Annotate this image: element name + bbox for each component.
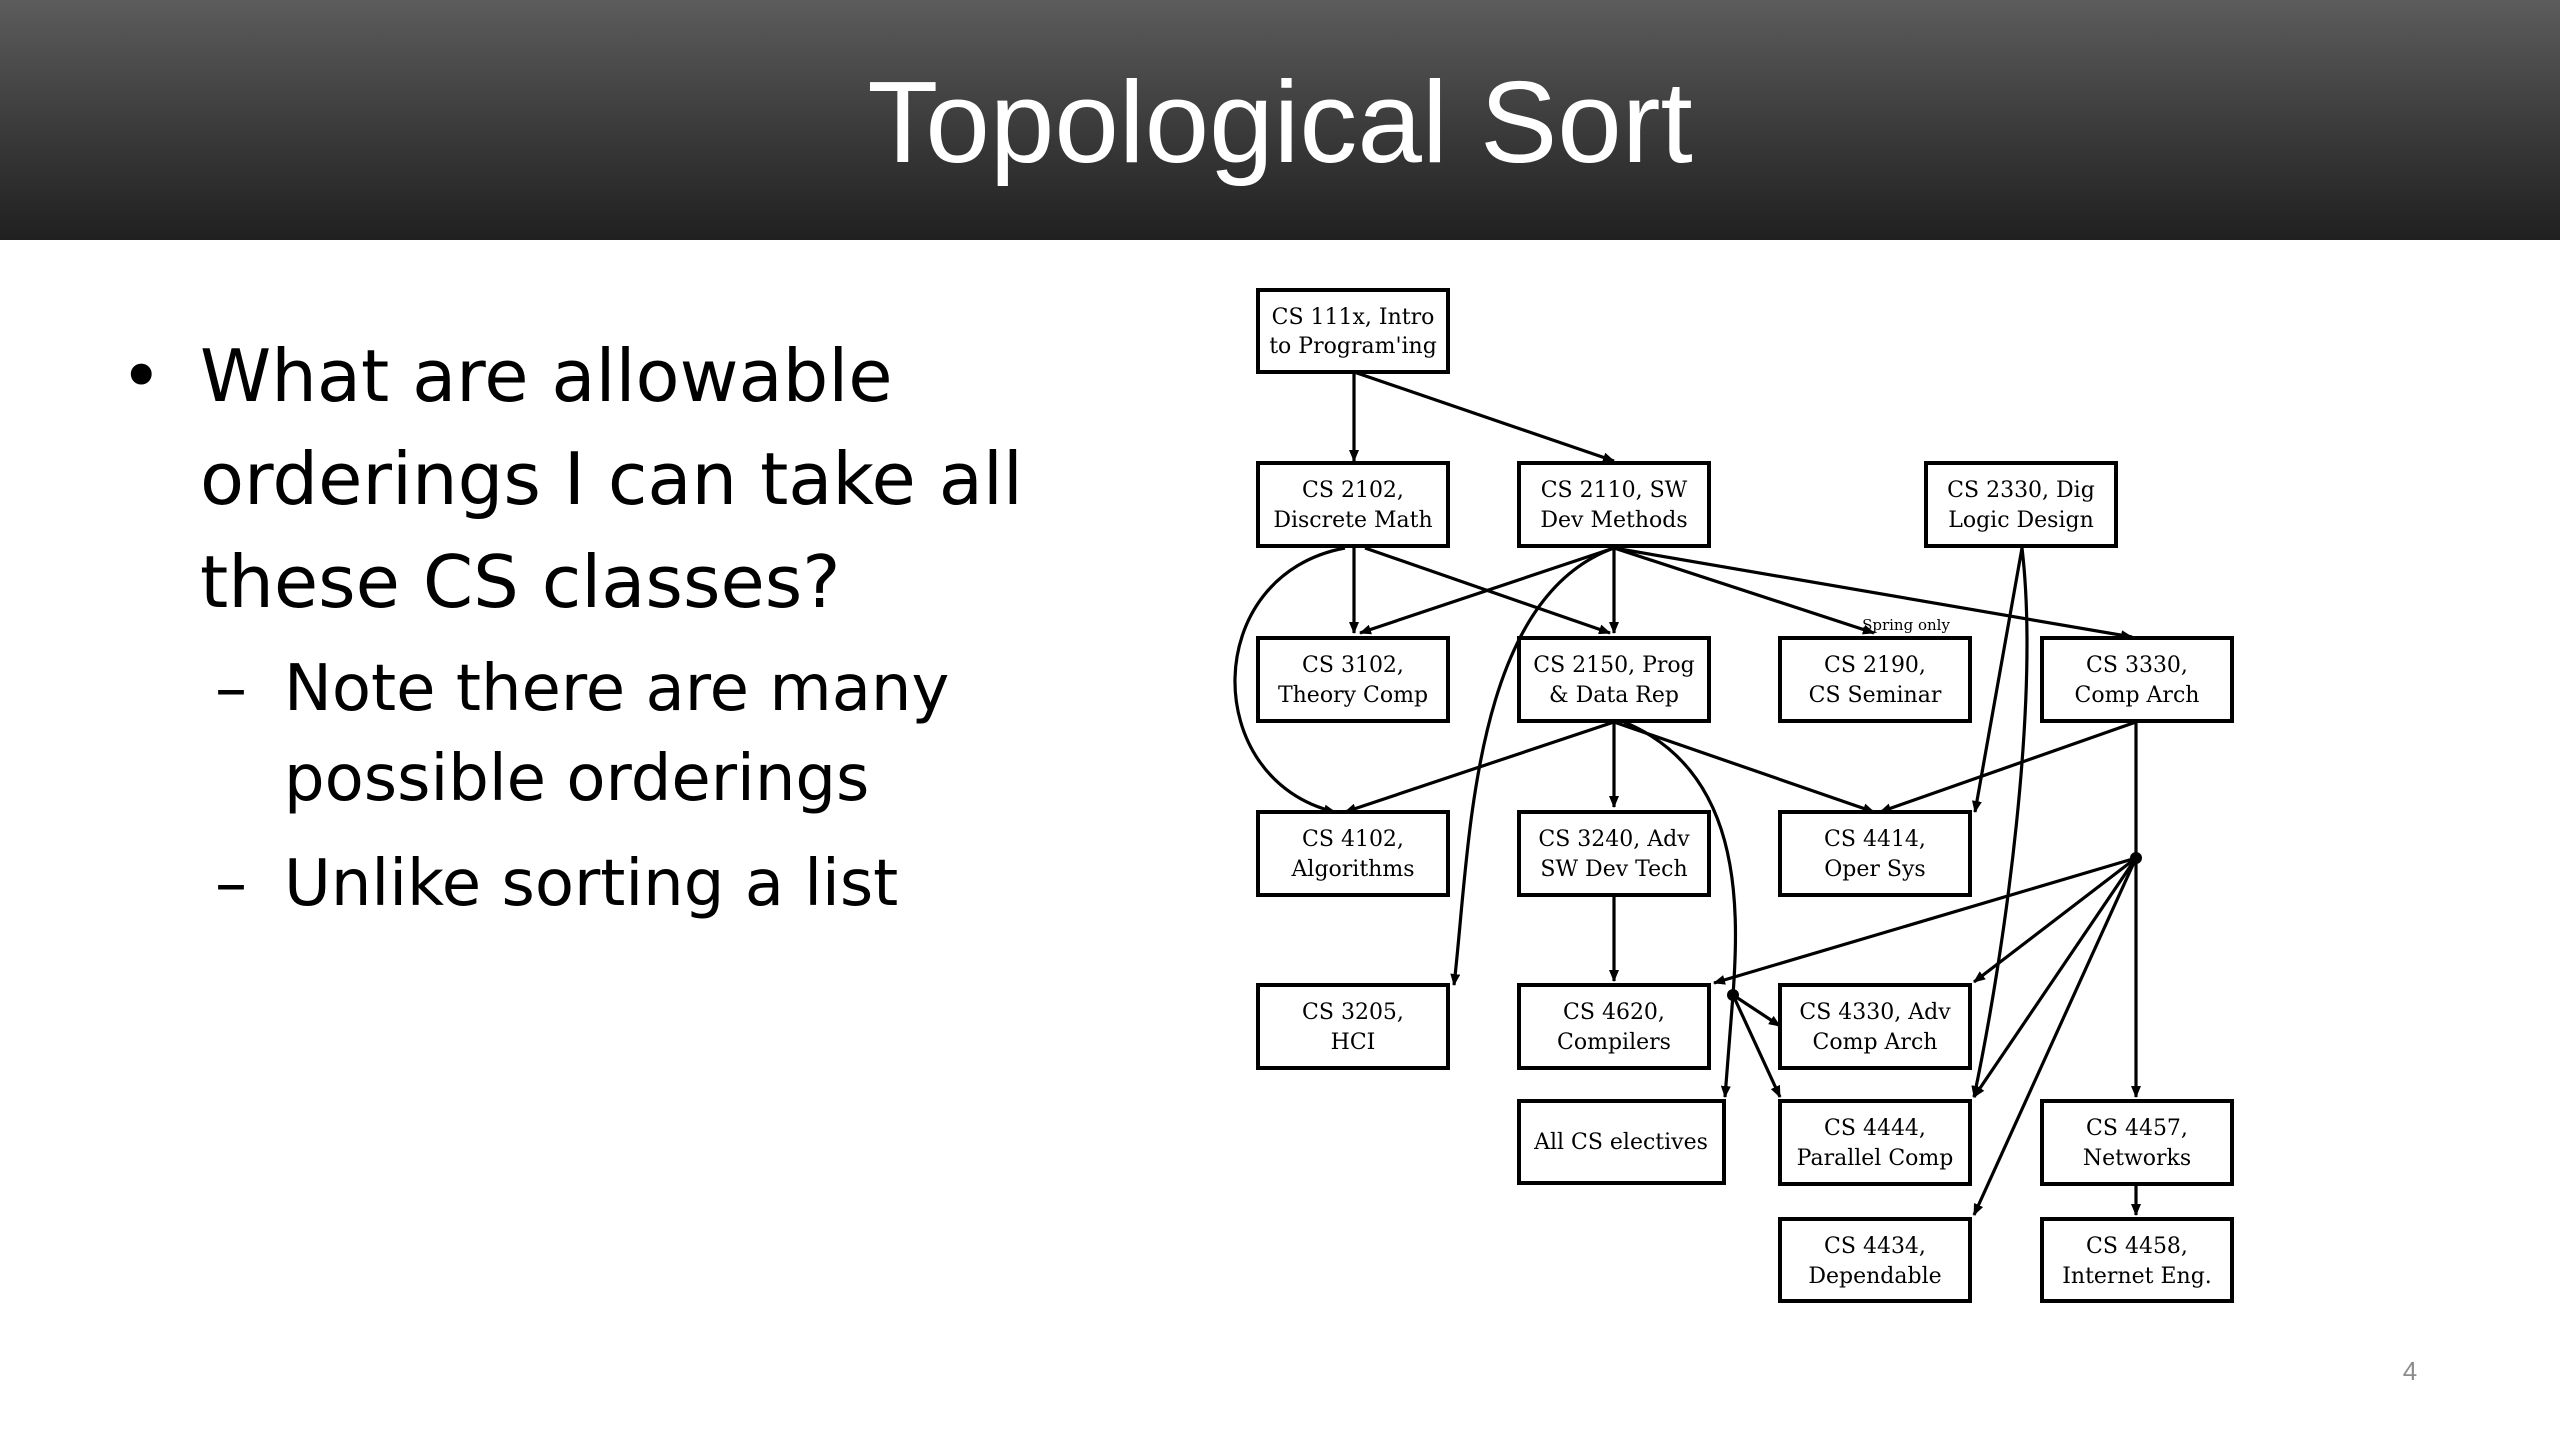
svg-text:CS 4444,: CS 4444, [1824, 1116, 1926, 1141]
svg-text:Theory Comp: Theory Comp [1278, 683, 1428, 708]
page-number: 4 [2402, 1356, 2418, 1386]
edge [1613, 720, 1875, 814]
svg-text:CS 3330,: CS 3330, [2086, 653, 2188, 678]
node-cs2102: CS 2102, Discrete Math [1256, 461, 1450, 548]
sub-bullet-1-text: Note there are many possible orderings [284, 652, 950, 816]
svg-text:CS 4330, Adv: CS 4330, Adv [1799, 1000, 1951, 1025]
svg-text:CS 2110, SW: CS 2110, SW [1541, 478, 1688, 503]
edge [1879, 720, 2137, 814]
svg-text:CS 4434,: CS 4434, [1824, 1234, 1926, 1259]
edge [1971, 547, 2029, 1098]
edge [1972, 547, 2024, 813]
edge [1972, 857, 2138, 1216]
node-cs3205: CS 3205, HCI [1256, 983, 1450, 1070]
edge [1732, 993, 1781, 1028]
node-cs2330: CS 2330, Dig Logic Design [1924, 461, 2118, 548]
diagram-edges [1233, 370, 2141, 1216]
svg-text:CS 3205,: CS 3205, [1302, 1000, 1404, 1025]
edge [1233, 546, 1346, 815]
svg-text:CS 2102,: CS 2102, [1302, 478, 1404, 503]
svg-text:CS Seminar: CS Seminar [1809, 683, 1942, 708]
svg-text:Internet Eng.: Internet Eng. [2062, 1264, 2212, 1289]
node-cs4444: CS 4444, Parallel Comp [1778, 1099, 1972, 1186]
svg-text:CS 4457,: CS 4457, [2086, 1116, 2188, 1141]
svg-text:CS 4414,: CS 4414, [1824, 827, 1926, 852]
node-cs4414: CS 4414, Oper Sys [1778, 810, 1972, 897]
spring-only-note: Spring only [1862, 616, 1950, 634]
bullet-main: • What are allowable orderings I can tak… [120, 325, 1120, 634]
node-cs4434: CS 4434, Dependable [1778, 1217, 1972, 1303]
dash-icon: – [215, 847, 247, 921]
node-cs4102: CS 4102, Algorithms [1256, 810, 1450, 897]
svg-text:& Data Rep: & Data Rep [1549, 683, 1679, 708]
svg-text:Oper Sys: Oper Sys [1824, 857, 1925, 882]
bullet-list: • What are allowable orderings I can tak… [120, 325, 1120, 929]
edge [1613, 546, 2133, 641]
sub-bullet-2-text: Unlike sorting a list [284, 847, 899, 921]
junction-dot [1727, 989, 1739, 1001]
sub-bullet-1: – Note there are many possible orderings [120, 644, 1120, 824]
svg-text:HCI: HCI [1331, 1030, 1376, 1055]
node-cs4457: CS 4457, Networks [2040, 1099, 2234, 1186]
node-cs2110: CS 2110, SW Dev Methods [1517, 461, 1711, 548]
edge [1731, 994, 1782, 1098]
svg-text:CS 2190,: CS 2190, [1824, 653, 1926, 678]
edge [1720, 994, 1735, 1098]
svg-text:All CS electives: All CS electives [1533, 1130, 1708, 1155]
svg-text:Networks: Networks [2083, 1146, 2191, 1171]
junction-dot [2130, 852, 2142, 864]
svg-text:Compilers: Compilers [1557, 1030, 1671, 1055]
edge [1623, 720, 1738, 996]
slide-title: Topological Sort [867, 57, 1693, 187]
svg-text:Discrete Math: Discrete Math [1273, 508, 1432, 533]
dash-icon: – [215, 652, 247, 726]
edge [1713, 856, 2137, 985]
svg-text:CS 3102,: CS 3102, [1302, 653, 1404, 678]
sub-bullet-2: – Unlike sorting a list [120, 839, 1120, 929]
node-cs3330: CS 3330, Comp Arch [2040, 636, 2234, 723]
svg-text:CS 2330, Dig: CS 2330, Dig [1947, 478, 2095, 503]
edge [1344, 720, 1615, 814]
svg-text:Comp Arch: Comp Arch [2075, 683, 2200, 708]
bullet-main-text: What are allowable orderings I can take … [200, 334, 1023, 624]
edge [1353, 370, 1615, 463]
svg-text:SW Dev Tech: SW Dev Tech [1540, 857, 1687, 882]
edge [1613, 546, 1875, 635]
node-cs111x: CS 111x, Intro to Program'ing [1256, 288, 1450, 374]
svg-text:Dev Methods: Dev Methods [1540, 508, 1687, 533]
svg-text:CS 2150, Prog: CS 2150, Prog [1533, 653, 1695, 678]
svg-text:CS 3240, Adv: CS 3240, Adv [1538, 827, 1690, 852]
svg-text:CS 111x, Intro: CS 111x, Intro [1272, 305, 1435, 330]
edge [1450, 546, 1615, 986]
svg-text:Parallel Comp: Parallel Comp [1797, 1146, 1954, 1171]
svg-text:Algorithms: Algorithms [1291, 857, 1415, 882]
svg-text:CS 4620,: CS 4620, [1563, 1000, 1665, 1025]
svg-text:Comp Arch: Comp Arch [1813, 1030, 1938, 1055]
svg-text:CS 4458,: CS 4458, [2086, 1234, 2188, 1259]
node-cs3102: CS 3102, Theory Comp [1256, 636, 1450, 723]
node-cs4330: CS 4330, Adv Comp Arch [1778, 983, 1972, 1070]
title-bar: Topological Sort [0, 0, 2560, 240]
node-cs4458: CS 4458, Internet Eng. [2040, 1217, 2234, 1303]
node-cs2150: CS 2150, Prog & Data Rep [1517, 636, 1711, 723]
node-all-cs-electives: All CS electives [1517, 1099, 1726, 1185]
edge [1972, 857, 2138, 1098]
edge [1359, 546, 1615, 635]
node-cs3240: CS 3240, Adv SW Dev Tech [1517, 810, 1711, 897]
node-cs2190: CS 2190, CS Seminar [1778, 636, 1972, 723]
bullet-dot-icon: • [120, 334, 163, 418]
svg-text:Logic Design: Logic Design [1948, 508, 2094, 533]
node-cs4620: CS 4620, Compilers [1517, 983, 1711, 1070]
svg-text:to Program'ing: to Program'ing [1269, 334, 1437, 359]
svg-text:CS 4102,: CS 4102, [1302, 827, 1404, 852]
svg-text:Dependable: Dependable [1808, 1264, 1941, 1289]
edge [1973, 856, 2137, 984]
